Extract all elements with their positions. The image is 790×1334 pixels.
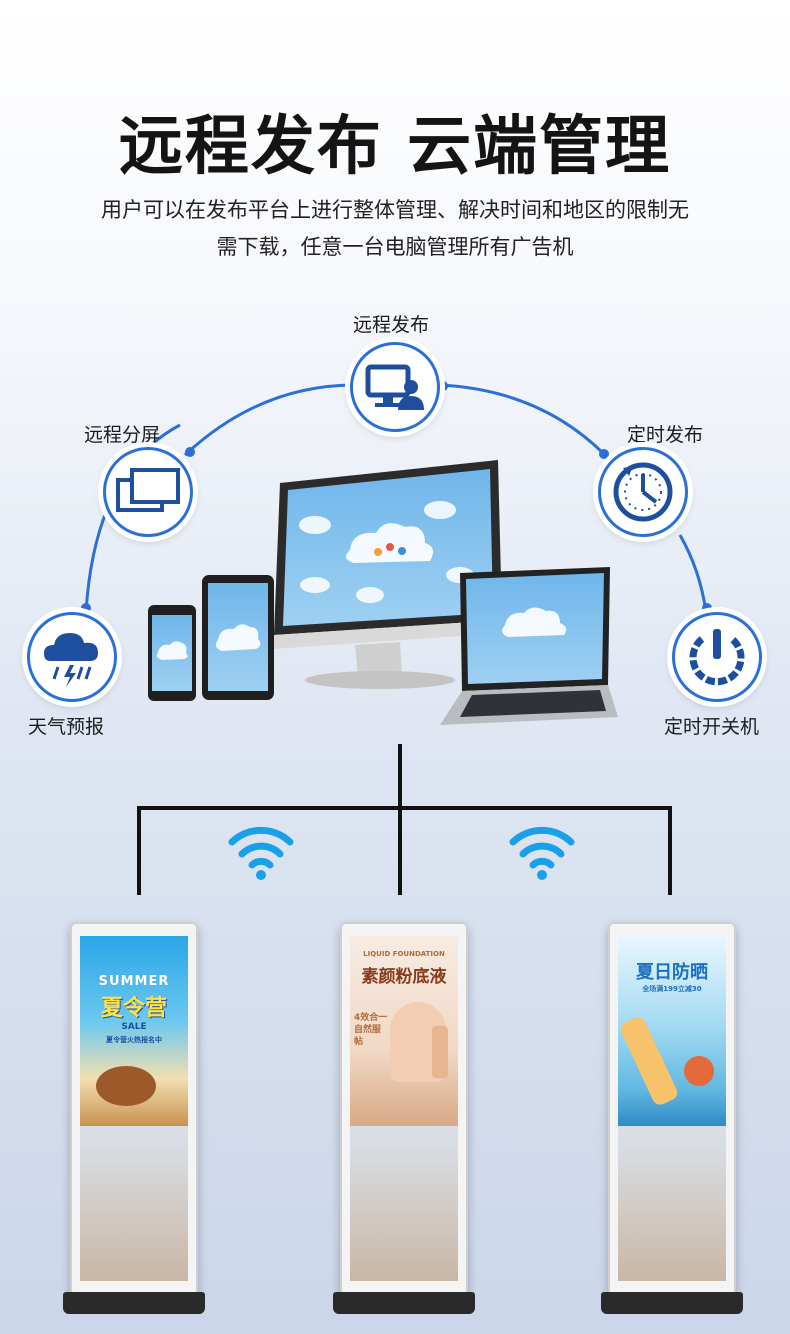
kiosk-right: 夏日防晒 全场满199立减30 xyxy=(608,922,736,1296)
ad-bottle xyxy=(432,1026,448,1078)
ad-foundation: LIQUID FOUNDATION 素颜粉底液 4效合一 自然服帖 xyxy=(350,936,458,1126)
monitor-user-icon xyxy=(365,364,424,410)
kiosk-screen: LIQUID FOUNDATION 素颜粉底液 4效合一 自然服帖 xyxy=(350,936,458,1281)
kiosk-base xyxy=(63,1292,205,1314)
ad-decoration xyxy=(96,1066,156,1106)
ad-title: 夏日防晒 xyxy=(636,962,708,983)
page-subtitle: 用户可以在发布平台上进行整体管理、解决时间和地区的限制无 需下载，任意一台电脑管… xyxy=(40,192,750,266)
ad-title: 素颜粉底液 xyxy=(361,967,447,987)
ad-sub: 全场满199立减30 xyxy=(642,985,702,993)
kiosk-screen: SUMMER 夏令营 SALE 夏令营火热报名中 xyxy=(80,936,188,1281)
feature-arc xyxy=(81,381,712,613)
feature-label-remote-publish: 远程发布 xyxy=(353,314,430,336)
feature-power-schedule xyxy=(672,612,762,702)
network-connector xyxy=(137,744,672,895)
feature-label-power-schedule: 定时开关机 xyxy=(664,716,760,738)
kiosk-screen: 夏日防晒 全场满199立减30 xyxy=(618,936,726,1281)
feature-remote-publish xyxy=(350,342,440,432)
ad-title: 夏令营 xyxy=(100,996,167,1021)
ad-line: 夏令营火热报名中 xyxy=(106,1036,162,1044)
weather-storm-icon xyxy=(44,633,98,687)
feature-weather xyxy=(27,612,117,702)
feature-label-remote-split: 远程分屏 xyxy=(84,424,161,446)
kiosk-center: LIQUID FOUNDATION 素颜粉底液 4效合一 自然服帖 xyxy=(340,922,468,1296)
clock-icon xyxy=(613,462,673,522)
kiosk-base xyxy=(601,1292,743,1314)
ad-sub: SALE xyxy=(121,1022,147,1032)
ad-bottle xyxy=(618,1014,680,1108)
subtitle-line-1: 用户可以在发布平台上进行整体管理、解决时间和地区的限制无 xyxy=(101,198,689,222)
split-screen-icon xyxy=(116,468,180,512)
wifi-icon xyxy=(228,826,294,880)
kiosk-left: SUMMER 夏令营 SALE 夏令营火热报名中 xyxy=(70,922,198,1296)
kiosk-base xyxy=(333,1292,475,1314)
power-icon xyxy=(689,629,745,686)
ad-badge: 4效合一 自然服帖 xyxy=(354,1013,388,1047)
feature-scheduled-publish xyxy=(598,447,688,537)
wifi-icon xyxy=(509,826,575,880)
ad-decoration xyxy=(684,1056,714,1086)
subtitle-line-2: 需下载，任意一台电脑管理所有广告机 xyxy=(216,235,574,259)
feature-label-weather: 天气预报 xyxy=(28,716,105,738)
feature-label-scheduled-publish: 定时发布 xyxy=(627,424,704,446)
feature-remote-split xyxy=(103,447,193,537)
page-title: 远程发布 云端管理 xyxy=(118,110,672,184)
ad-summer-camp: SUMMER 夏令营 SALE 夏令营火热报名中 xyxy=(80,936,188,1126)
devices-illustration xyxy=(148,460,618,725)
ad-tag: SUMMER xyxy=(98,974,170,989)
ad-brand: LIQUID FOUNDATION xyxy=(363,950,445,958)
ad-sunscreen: 夏日防晒 全场满199立减30 xyxy=(618,936,726,1126)
